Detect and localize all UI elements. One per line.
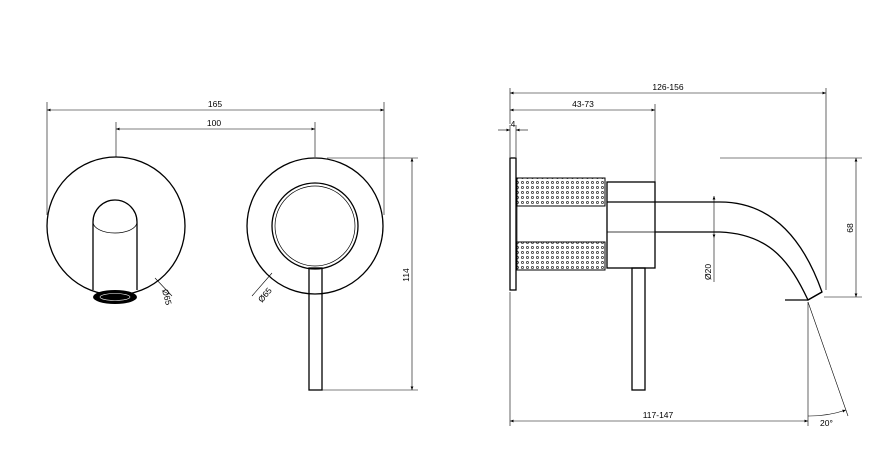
dim-angle-20: 20° (820, 418, 833, 428)
dim-dia20: Ø20 (703, 264, 713, 280)
handle-rosette (246, 157, 384, 295)
knurled-body-lower (516, 241, 606, 271)
handle-collar (606, 181, 656, 269)
dim-126-156: 126-156 (652, 82, 683, 92)
dim-dia65-spout: Ø65 (160, 288, 174, 306)
spout-rosette (46, 156, 186, 296)
dim-165: 165 (208, 99, 222, 109)
lever-side (631, 267, 646, 391)
handle-cap (271, 182, 359, 270)
spout-tube-side (607, 201, 823, 301)
dim-114: 114 (401, 268, 411, 282)
dim-43-73: 43-73 (572, 99, 594, 109)
knurled-body-upper (516, 177, 606, 207)
wall-plate (509, 157, 517, 291)
dim-68: 68 (845, 223, 855, 233)
lever-front (308, 267, 323, 391)
front-view: 165 100 Ø65 Ø65 114 (46, 99, 418, 391)
dim-4: 4 (511, 119, 516, 129)
dim-117-147: 117-147 (643, 410, 674, 420)
spout-tube-front (92, 199, 138, 290)
side-view: 4 43-73 126-156 68 Ø20 117-147 20° (498, 82, 862, 428)
dim-100: 100 (207, 118, 221, 128)
